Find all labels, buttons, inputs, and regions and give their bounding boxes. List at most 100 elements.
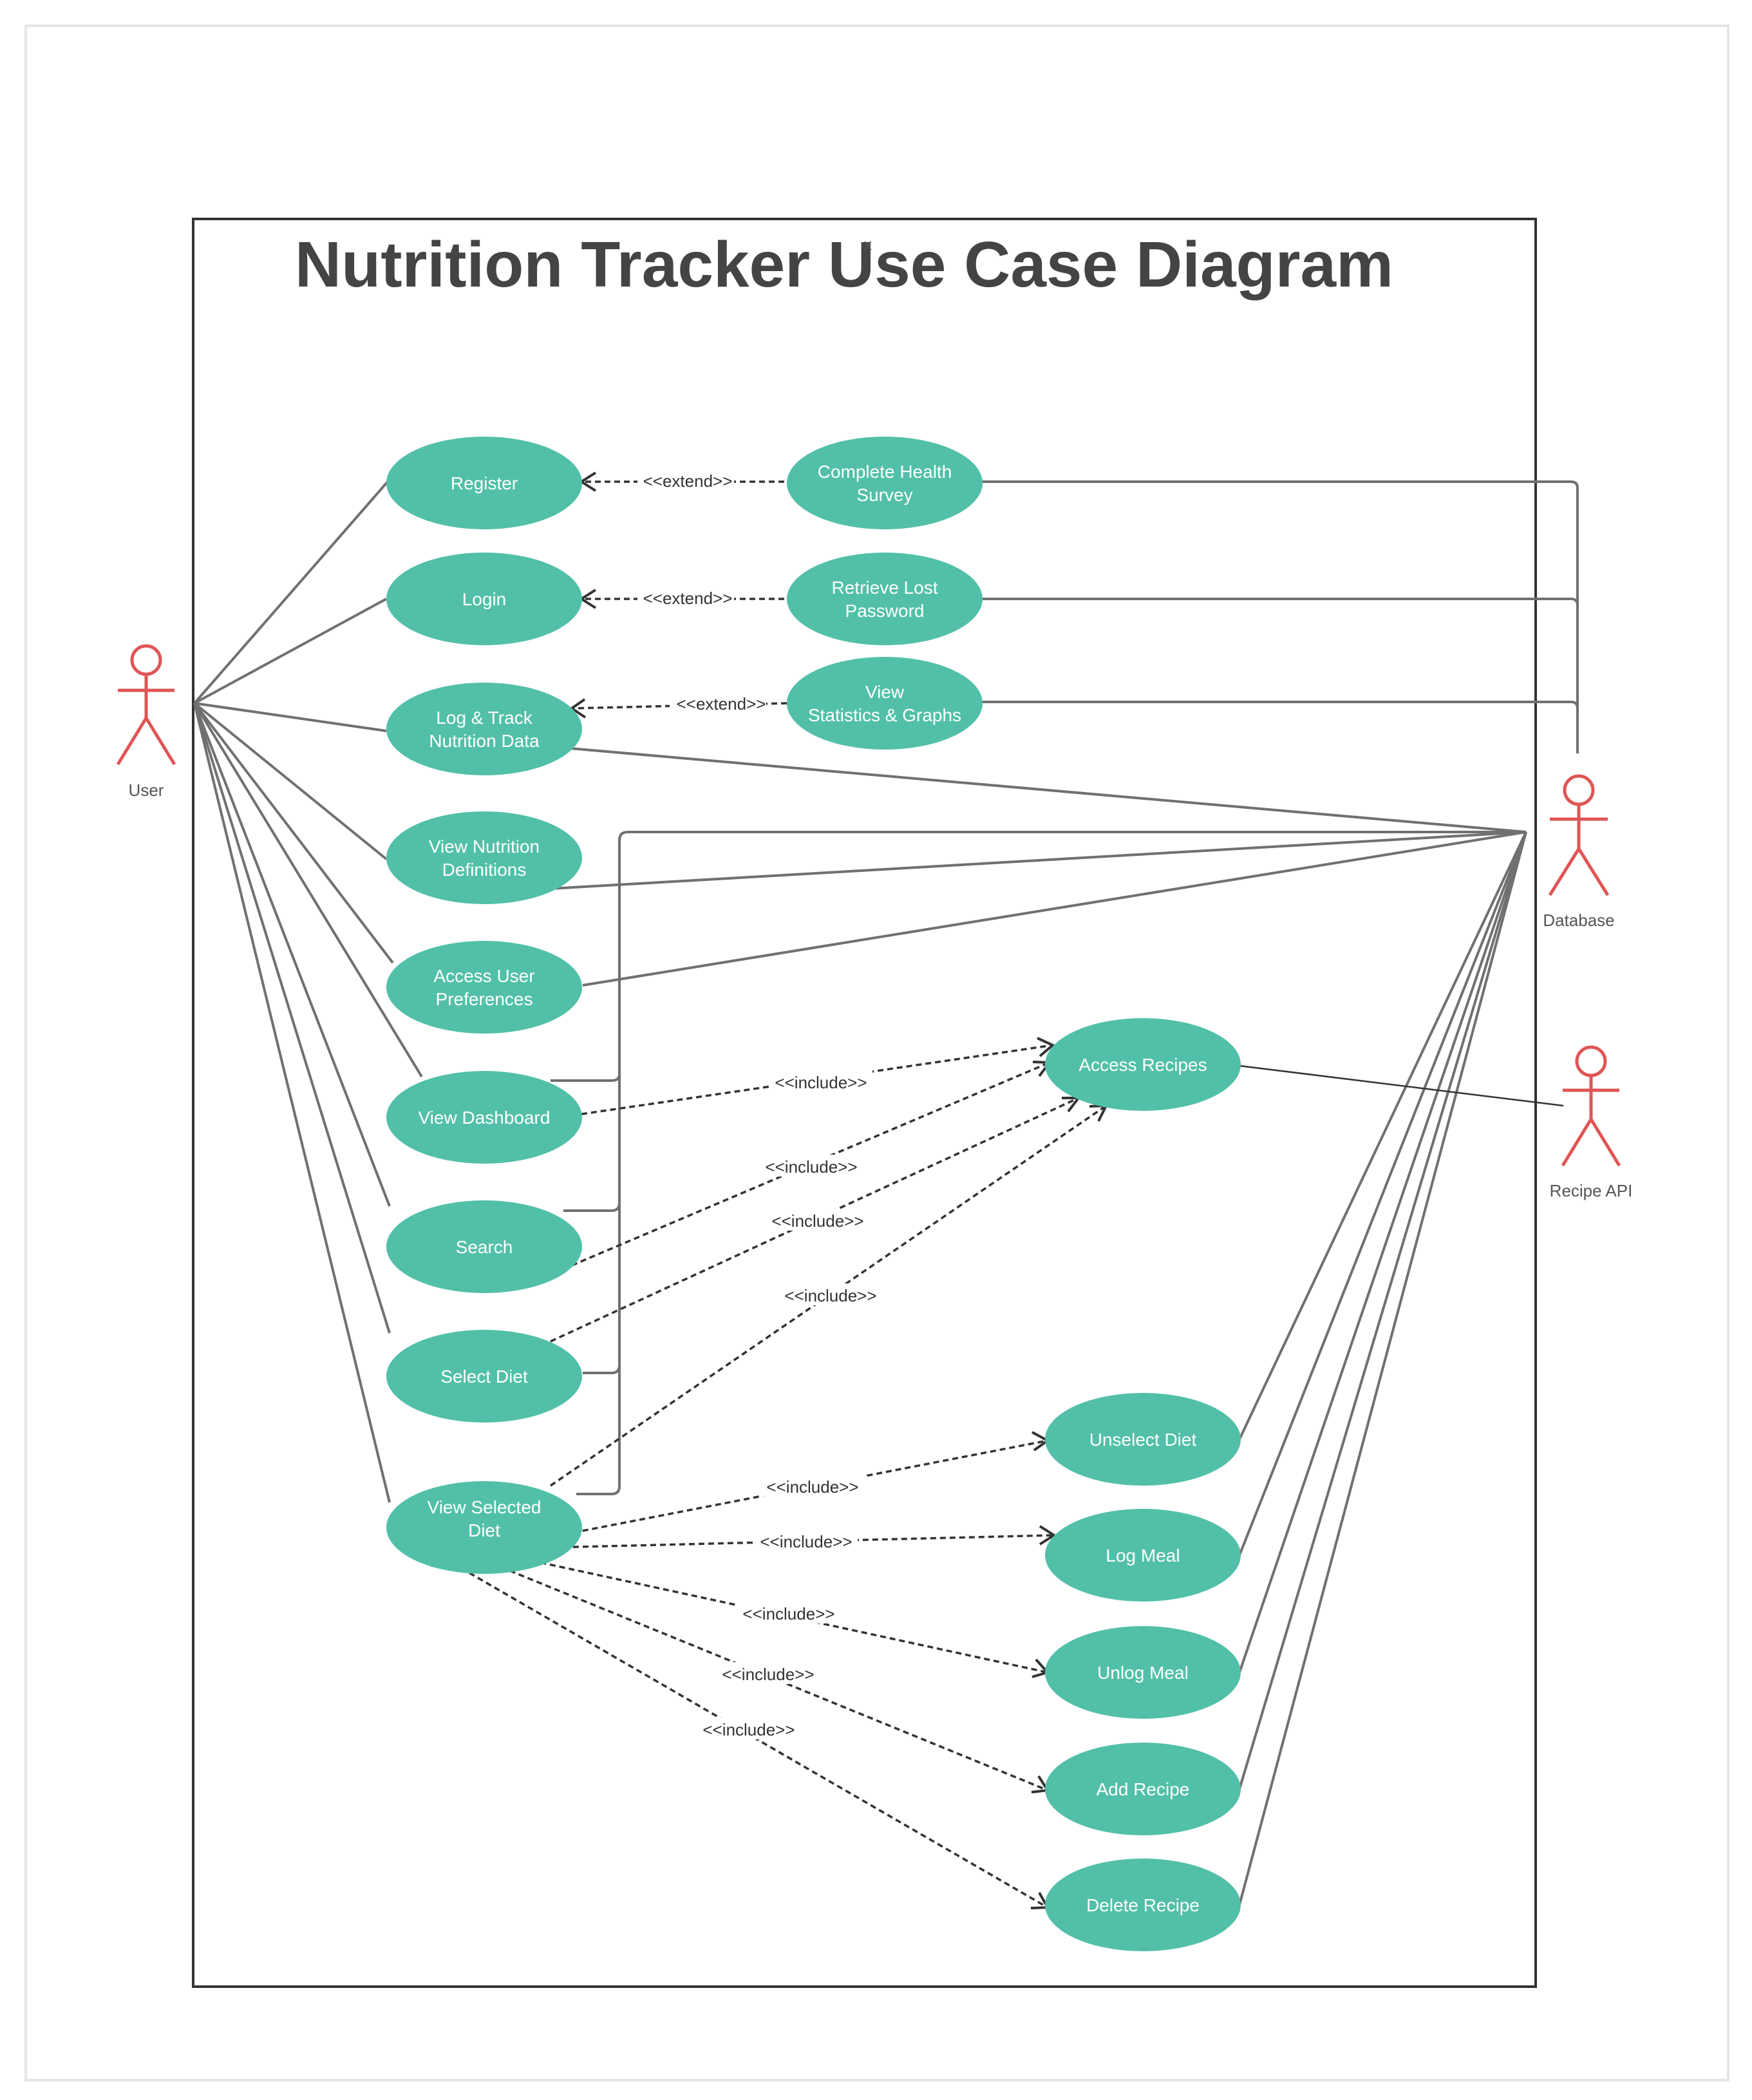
use-case-label: View bbox=[865, 682, 905, 702]
include-view-selected-recipes bbox=[550, 1104, 1107, 1487]
include-label-5: <<include>> bbox=[766, 1477, 858, 1497]
use-case-label: Diet bbox=[468, 1520, 500, 1540]
stereotype-bg bbox=[637, 586, 734, 608]
stereotype-bg bbox=[637, 469, 734, 491]
use-case-search[interactable]: Search bbox=[386, 1200, 582, 1293]
use-case-unselect-diet[interactable]: Unselect Diet bbox=[1045, 1393, 1241, 1486]
include-label-8: <<include>> bbox=[722, 1665, 814, 1684]
use-case-label: Search bbox=[456, 1237, 513, 1257]
assoc-db-view-stats bbox=[982, 701, 1579, 753]
include-label-1: <<include>> bbox=[775, 1073, 867, 1092]
use-case-label: Retrieve Lost bbox=[832, 578, 938, 598]
include-label-3: <<include>> bbox=[771, 1211, 863, 1231]
use-case-retrieve-lost-password[interactable]: Retrieve Lost Password bbox=[787, 553, 983, 645]
assoc-db-search bbox=[563, 1069, 621, 1212]
use-case-log-meal[interactable]: Log Meal bbox=[1045, 1509, 1241, 1602]
use-case-view-statistics-graphs[interactable]: View Statistics & Graphs bbox=[787, 657, 983, 750]
use-case-access-recipes[interactable]: Access Recipes bbox=[1045, 1018, 1241, 1111]
assoc-db-view-dashboard bbox=[551, 831, 1526, 1082]
stereotype-bg bbox=[760, 1155, 863, 1177]
assoc-user-register bbox=[193, 480, 389, 705]
assoc-db-complete-survey bbox=[982, 480, 1579, 753]
arrowhead bbox=[1037, 1037, 1055, 1057]
assoc-recipe-api-access-recipes bbox=[1239, 1064, 1564, 1107]
use-case-label: Access Recipes bbox=[1079, 1055, 1207, 1075]
assoc-db-retrieve-password bbox=[982, 598, 1579, 753]
use-case-add-recipe[interactable]: Add Recipe bbox=[1045, 1743, 1241, 1835]
actor-label: Recipe API bbox=[1550, 1181, 1633, 1200]
use-case-unlog-meal[interactable]: Unlog Meal bbox=[1045, 1626, 1241, 1719]
use-case-complete-health-survey[interactable]: Complete Health Survey bbox=[787, 437, 983, 529]
use-case-login[interactable]: Login bbox=[386, 553, 582, 645]
use-case-label: Survey bbox=[856, 485, 912, 505]
include-label-7: <<include>> bbox=[742, 1604, 834, 1623]
arrowhead bbox=[1039, 1525, 1057, 1546]
assoc-db-view-selected-diet bbox=[576, 1359, 621, 1495]
use-case-log-track-nutrition-data[interactable]: Log & Track Nutrition Data bbox=[386, 683, 582, 775]
assoc-db-unlog-meal bbox=[1238, 831, 1527, 1673]
assoc-user-log-track bbox=[194, 702, 387, 732]
assoc-user-search bbox=[193, 703, 391, 1207]
use-case-label: Delete Recipe bbox=[1086, 1895, 1200, 1915]
include-view-selected-log-meal bbox=[553, 1534, 1055, 1549]
use-case-label: Preferences bbox=[436, 989, 533, 1009]
diagram-title: Nutrition Tracker Use Case Diagram bbox=[295, 229, 1393, 301]
assoc-db-log-meal bbox=[1238, 831, 1527, 1556]
assoc-user-view-dashboard bbox=[193, 702, 423, 1078]
stray-mark: x bbox=[864, 236, 872, 254]
use-case-label: Access User bbox=[433, 966, 534, 986]
include-label-6: <<include>> bbox=[760, 1532, 852, 1551]
use-case-label: Complete Health bbox=[818, 462, 952, 482]
stereotype-bg bbox=[769, 1070, 872, 1092]
use-case-view-nutrition-definitions[interactable]: View Nutrition Definitions bbox=[386, 811, 582, 904]
use-case-label: Login bbox=[462, 589, 507, 609]
include-label-2: <<include>> bbox=[765, 1157, 857, 1177]
use-case-access-user-preferences[interactable]: Access User Preferences bbox=[386, 941, 582, 1034]
include-label-4: <<include>> bbox=[784, 1286, 876, 1305]
use-case-label: Register bbox=[451, 473, 518, 493]
include-view-selected-unlog-meal bbox=[521, 1557, 1048, 1674]
stereotype-bg bbox=[766, 1209, 869, 1231]
actor-label: Database bbox=[1543, 911, 1614, 930]
extend-relationships: <<extend>> <<extend>> <<extend>> bbox=[569, 469, 787, 719]
assoc-user-select-diet bbox=[193, 703, 391, 1334]
use-case-view-selected-diet[interactable]: View Selected Diet bbox=[386, 1481, 582, 1574]
use-case-label: Log & Track bbox=[436, 708, 532, 728]
actor-database[interactable]: Database bbox=[1543, 774, 1615, 930]
stereotype-bg bbox=[717, 1662, 820, 1684]
use-case-delete-recipe[interactable]: Delete Recipe bbox=[1045, 1859, 1241, 1951]
actor-recipe-api[interactable]: Recipe API bbox=[1550, 1045, 1633, 1200]
use-case-label: View Nutrition bbox=[429, 837, 540, 856]
use-case-label: Add Recipe bbox=[1097, 1779, 1190, 1799]
use-case-label: View Selected bbox=[428, 1497, 542, 1517]
use-case-label: Definitions bbox=[442, 860, 527, 880]
assoc-db-access-prefs bbox=[582, 831, 1527, 987]
assoc-db-select-diet bbox=[583, 1198, 621, 1374]
stereotype-bg bbox=[737, 1602, 840, 1623]
use-case-view-dashboard[interactable]: View Dashboard bbox=[386, 1071, 582, 1164]
actor-user[interactable]: User bbox=[116, 644, 176, 800]
assoc-user-view-selected-diet bbox=[193, 703, 391, 1503]
assoc-db-log-track bbox=[569, 747, 1527, 833]
use-case-label: Unlog Meal bbox=[1097, 1663, 1189, 1683]
use-cases: Register Login Log & Track Nutrition Dat… bbox=[386, 437, 1241, 1951]
assoc-user-login bbox=[194, 598, 387, 705]
stereotype-bg bbox=[670, 692, 766, 714]
assoc-db-add-recipe bbox=[1238, 831, 1527, 1790]
include-dashboard-recipes bbox=[581, 1044, 1053, 1115]
stereotype-bg bbox=[762, 1475, 865, 1497]
user-associations bbox=[193, 480, 423, 1503]
use-case-label: Log Meal bbox=[1106, 1546, 1180, 1566]
canvas-frame bbox=[24, 24, 1729, 2081]
assoc-db-unselect-diet bbox=[1238, 831, 1527, 1440]
assoc-user-view-nutrition bbox=[193, 702, 388, 860]
extend-label-1: <<extend>> bbox=[643, 471, 733, 491]
include-label-9: <<include>> bbox=[702, 1720, 795, 1739]
use-case-select-diet[interactable]: Select Diet bbox=[386, 1330, 582, 1423]
use-case-register[interactable]: Register bbox=[386, 437, 582, 529]
database-associations bbox=[550, 480, 1579, 1906]
use-case-label: Nutrition Data bbox=[429, 731, 540, 751]
use-case-label: Unselect Diet bbox=[1089, 1430, 1197, 1450]
assoc-user-access-prefs bbox=[193, 702, 394, 964]
